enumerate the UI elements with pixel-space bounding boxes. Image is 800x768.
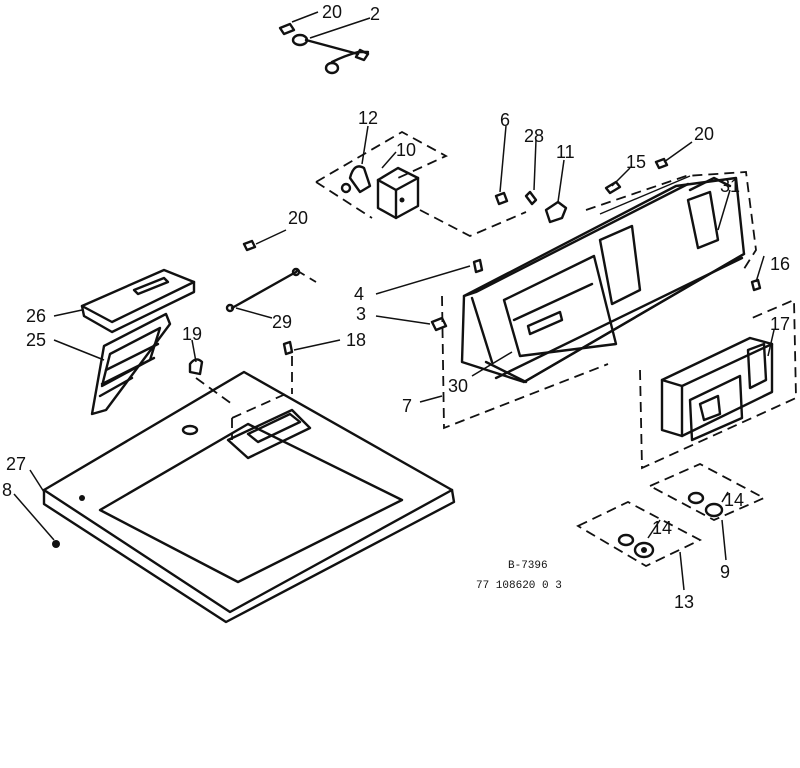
callout-3: 3 xyxy=(356,304,366,324)
callout-12: 12 xyxy=(358,108,378,128)
callout-29: 29 xyxy=(272,312,292,332)
callout-25: 25 xyxy=(26,330,46,350)
callout-28: 28 xyxy=(524,126,544,146)
callout-31: 31 xyxy=(720,176,740,196)
callout-7: 7 xyxy=(402,396,412,416)
callout-26: 26 xyxy=(26,306,46,326)
callout-27: 27 xyxy=(6,454,26,474)
small-hardware xyxy=(188,239,484,405)
hardware-screws-top xyxy=(494,157,669,224)
callout-16: 16 xyxy=(770,254,790,274)
callout-14-lower: 14 xyxy=(652,518,672,538)
callout-10: 10 xyxy=(396,140,416,160)
top-cover-part-27 xyxy=(42,370,456,624)
callout-4: 4 xyxy=(354,284,364,304)
part-code: 77 108620 0 3 xyxy=(476,580,562,592)
knob-assemblies xyxy=(576,463,767,568)
callout-20-mid: 20 xyxy=(288,208,308,228)
callout-17: 17 xyxy=(770,314,790,334)
callout-30: 30 xyxy=(448,376,468,396)
leader-lines xyxy=(13,11,775,591)
callout-15: 15 xyxy=(626,152,646,172)
callout-2: 2 xyxy=(370,4,380,24)
wire-harness-part-2 xyxy=(278,22,370,75)
callout-labels: 20 2 12 10 6 28 11 15 20 31 20 16 17 4 3… xyxy=(2,2,790,612)
callout-20-right: 20 xyxy=(694,124,714,144)
control-console-backsplash xyxy=(441,171,757,430)
callout-18: 18 xyxy=(346,330,366,350)
callout-13: 13 xyxy=(674,592,694,612)
drawing-code: B-7396 xyxy=(508,560,548,572)
callout-19: 19 xyxy=(182,324,202,344)
lint-screen-part-25 xyxy=(80,268,196,416)
terminal-block-part-10 xyxy=(315,130,527,237)
callout-6: 6 xyxy=(500,110,510,130)
timer-module-part-17 xyxy=(639,278,797,470)
callout-20-top: 20 xyxy=(322,2,342,22)
callout-9: 9 xyxy=(720,562,730,582)
callout-8: 8 xyxy=(2,480,12,500)
callout-11: 11 xyxy=(556,142,575,162)
callout-14-upper: 14 xyxy=(724,490,744,510)
